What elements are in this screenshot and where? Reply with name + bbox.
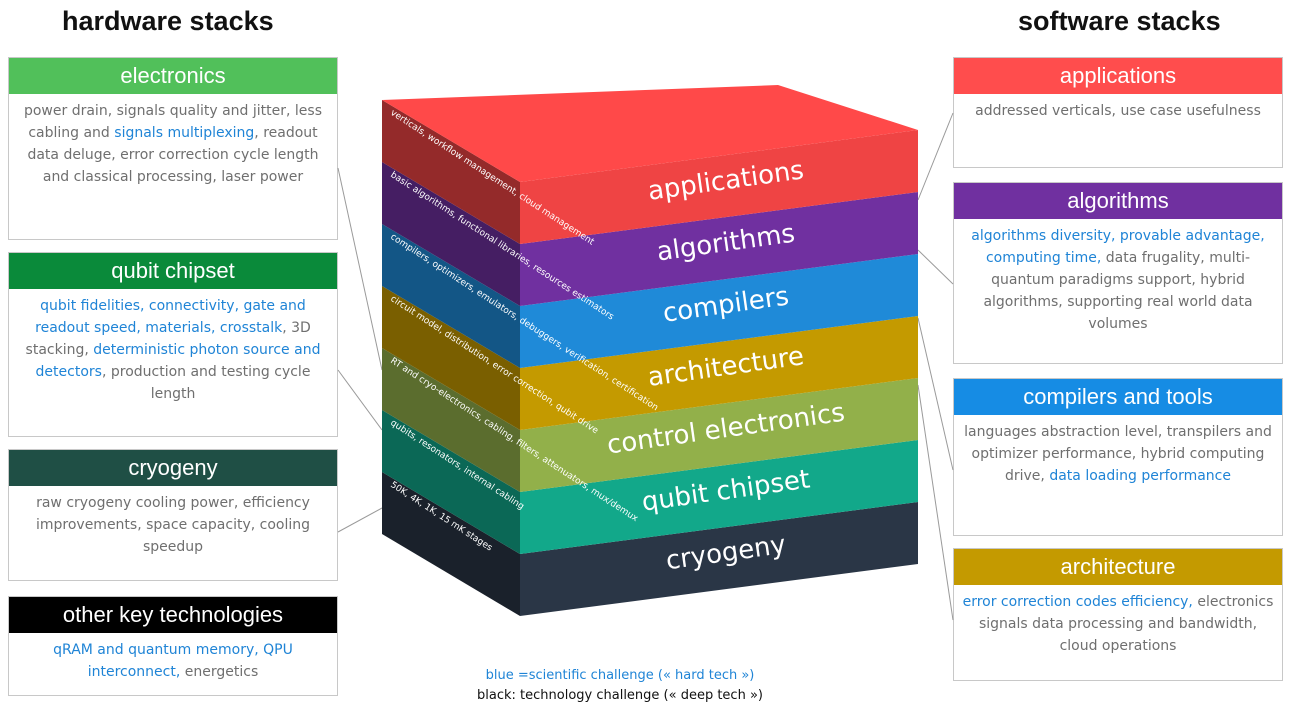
connector-line <box>337 167 383 371</box>
card-algorithms: algorithms algorithms diversity, provabl… <box>953 182 1283 364</box>
layer-front-face <box>520 254 918 368</box>
card-algorithms-title: algorithms <box>954 183 1282 219</box>
connector-line <box>917 112 954 201</box>
layer-side-face <box>382 348 520 492</box>
card-cryogeny: cryogeny raw cryogeny cooling power, eff… <box>8 449 338 581</box>
card-text-segment: deterministic photon source and detector… <box>35 342 321 380</box>
card-text-segment: algorithms diversity, provable advantage… <box>971 228 1265 266</box>
card-cryogeny-text: raw cryogeny cooling power, efficiency i… <box>9 486 337 558</box>
layer-side-face <box>382 472 520 616</box>
card-qubit-chipset-title: qubit chipset <box>9 253 337 289</box>
layer-side-face <box>382 162 520 306</box>
layer-front-face <box>520 316 918 430</box>
connector-line <box>917 317 954 471</box>
card-compilers-text: languages abstraction level, transpilers… <box>954 415 1282 487</box>
layer-top-face <box>382 85 918 182</box>
card-text-segment: , production and testing cycle length <box>101 364 311 402</box>
card-text-segment: raw cryogeny cooling power, efficiency i… <box>35 495 311 555</box>
layer-front-face <box>520 130 918 244</box>
layer-front-face <box>520 378 918 492</box>
connector-line <box>337 507 383 533</box>
card-text-segment: electronics signals data processing and … <box>978 594 1274 654</box>
card-text-segment: power drain, signals quality and jitter,… <box>23 103 322 141</box>
card-text-segment: error correction codes efficiency, <box>962 594 1193 610</box>
layer-side-face <box>382 410 520 554</box>
connector-lines <box>337 112 954 621</box>
connector-line <box>337 369 383 431</box>
software-stacks-heading: software stacks <box>1018 6 1221 36</box>
card-text-segment: , 3D stacking, <box>25 320 311 358</box>
card-text-segment: signals multiplexing <box>114 125 255 141</box>
card-other-key-technologies: other key technologies qRAM and quantum … <box>8 596 338 696</box>
card-electronics-text: power drain, signals quality and jitter,… <box>9 94 337 188</box>
card-algorithms-text: algorithms diversity, provable advantage… <box>954 219 1282 335</box>
card-cryogeny-title: cryogeny <box>9 450 337 486</box>
card-text-segment: qubit fidelities, connectivity, gate and… <box>35 298 306 336</box>
hardware-stacks-heading: hardware stacks <box>62 6 274 36</box>
layer-side-face <box>382 286 520 430</box>
card-text-segment: languages abstraction level, transpilers… <box>964 424 1272 484</box>
card-text-segment: data loading performance <box>1049 468 1231 484</box>
card-electronics-title: electronics <box>9 58 337 94</box>
card-applications: applications addressed verticals, use ca… <box>953 57 1283 168</box>
card-text-segment: , readout data deluge, error correction … <box>27 125 319 185</box>
layer-front-face <box>520 502 918 616</box>
layer-side-face <box>382 224 520 368</box>
connector-line <box>917 249 954 285</box>
card-text-segment: data frugality, multi-quantum paradigms … <box>983 250 1253 332</box>
card-text-segment: qRAM and quantum memory, QPU interconnec… <box>53 642 293 680</box>
card-text-segment: addressed verticals, use case usefulness <box>975 103 1261 119</box>
card-electronics: electronics power drain, signals quality… <box>8 57 338 240</box>
card-qubit-chipset: qubit chipset qubit fidelities, connecti… <box>8 252 338 437</box>
connector-line <box>917 384 954 621</box>
layer-front-face <box>520 192 918 306</box>
card-qubit-chipset-text: qubit fidelities, connectivity, gate and… <box>9 289 337 405</box>
card-compilers-title: compilers and tools <box>954 379 1282 415</box>
card-other-text: qRAM and quantum memory, QPU interconnec… <box>9 633 337 683</box>
card-architecture-text: error correction codes efficiency, elect… <box>954 585 1282 657</box>
card-compilers-and-tools: compilers and tools languages abstractio… <box>953 378 1283 536</box>
legend-scientific-challenge: blue =scientific challenge (« hard tech … <box>485 668 755 683</box>
layer-front-face <box>520 440 918 554</box>
card-text-segment: energetics <box>180 664 259 680</box>
legend-technology-challenge: black: technology challenge (« deep tech… <box>477 688 763 703</box>
card-architecture: architecture error correction codes effi… <box>953 548 1283 681</box>
layer-side-face <box>382 100 520 244</box>
card-applications-text: addressed verticals, use case usefulness <box>954 94 1282 122</box>
card-architecture-title: architecture <box>954 549 1282 585</box>
card-other-title: other key technologies <box>9 597 337 633</box>
card-applications-title: applications <box>954 58 1282 94</box>
